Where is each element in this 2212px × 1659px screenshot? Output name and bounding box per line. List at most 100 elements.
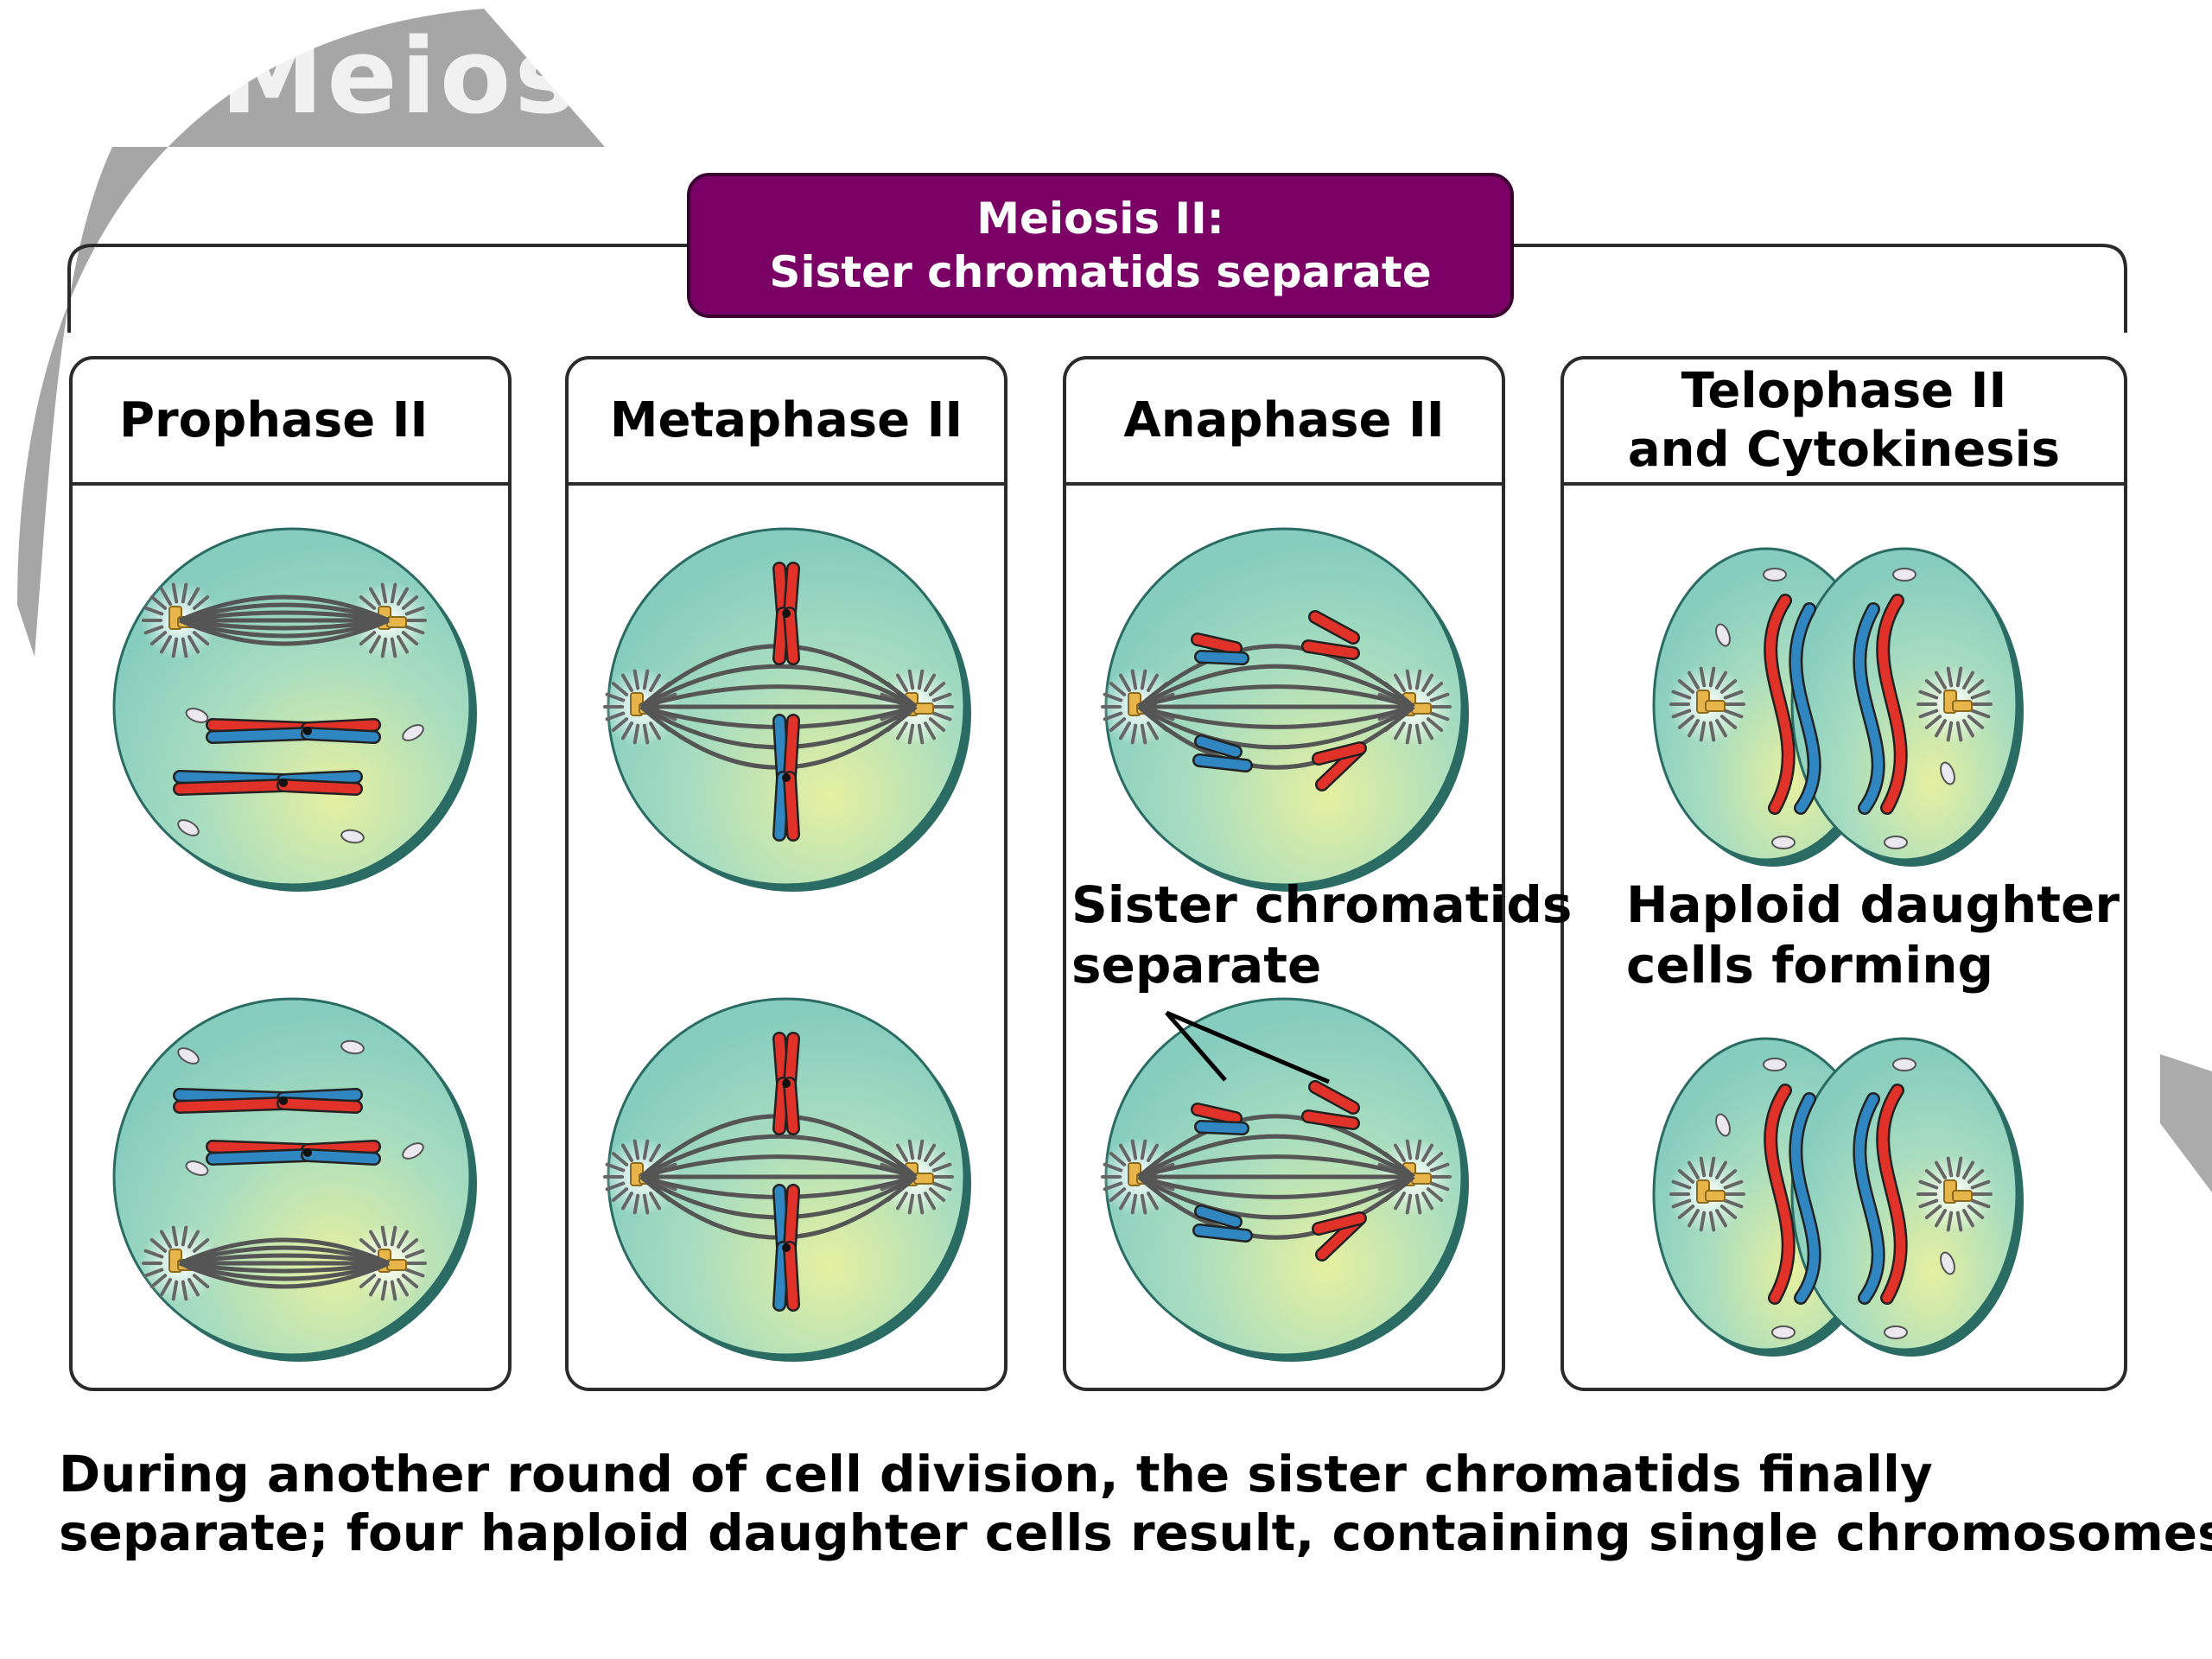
metaphase-aster-ray	[642, 669, 650, 690]
anaphase-aster-ray	[1130, 1139, 1138, 1160]
nuclear-envelope-fragment	[1892, 1058, 1916, 1071]
anaphase-aster-ray	[1405, 669, 1413, 690]
prophase-aster-ray	[188, 635, 200, 654]
anaphase-aster-ray	[1405, 1139, 1413, 1160]
telophase-aster-ray	[1970, 709, 1991, 719]
centromere	[303, 1148, 312, 1157]
telophase-aster-ray	[1708, 1156, 1716, 1178]
stage-title-metaphase-ii: Metaphase II	[569, 359, 1004, 486]
prophase-aster-ray	[149, 631, 168, 645]
telophase-aster-ray	[1671, 690, 1692, 700]
chromatid	[1310, 612, 1358, 643]
metaphase-aster-ray	[649, 1192, 661, 1211]
telophase-aster-ray	[1946, 1211, 1954, 1232]
spindle-fiber	[1137, 1175, 1415, 1240]
anaphase-aster-ray	[1426, 682, 1444, 696]
stage-title-telophase-ii: Telophase II and Cytokinesis	[1564, 359, 2124, 486]
metaphase-aster-ray	[605, 1181, 626, 1192]
telophase-aster-ray	[1723, 690, 1744, 700]
metaphase-aster-ray	[917, 669, 925, 690]
anaphase-aster-ray	[1147, 673, 1159, 692]
spindle-fiber	[1137, 1134, 1415, 1179]
chromatid	[785, 1078, 798, 1134]
chromatid	[1878, 595, 1906, 813]
anaphase-aster-ray	[1414, 1193, 1422, 1215]
nuclear-envelope-fragment	[1771, 836, 1796, 849]
nuclear-envelope-fragment	[1715, 623, 1731, 647]
telophase-aster-ray	[1955, 666, 1963, 688]
telophase-aster-ray	[1935, 719, 1947, 738]
telophase-aster-ray	[1924, 1205, 1942, 1219]
chromatid	[1192, 1104, 1241, 1123]
anaphase-aster-ray	[1103, 692, 1123, 702]
anaphase-aster-ray	[1109, 717, 1127, 732]
chromatid	[302, 728, 379, 742]
spindle-fiber	[1137, 1174, 1415, 1220]
anaphase-aster-ray	[1394, 673, 1406, 692]
centromere	[782, 1079, 791, 1088]
prophase-aster-ray	[181, 637, 188, 658]
telophase-aster-ray	[1962, 671, 1974, 690]
anaphase-aster-ray	[1147, 721, 1159, 741]
anaphase-aster-ray	[1140, 1139, 1147, 1160]
nuclear-envelope-fragment	[1771, 1325, 1796, 1339]
metaphase-aster-ray	[924, 673, 936, 692]
nuclear-envelope-fragment	[1940, 761, 1955, 785]
chromatid	[774, 1033, 788, 1089]
nuclear-envelope-fragment	[1715, 1113, 1731, 1137]
chromatid	[774, 1243, 788, 1310]
metaphase-aster-ray	[896, 673, 908, 692]
metaphase-aster-ray	[928, 717, 946, 732]
chromatid	[1313, 743, 1365, 764]
chromatid	[785, 563, 798, 619]
anaphase-aster-ray	[1130, 669, 1138, 690]
anaphase-aster-ray	[1103, 711, 1123, 721]
anaphase-aster-ray	[1429, 1162, 1450, 1173]
prophase-aster-ray	[143, 1249, 164, 1259]
metaphase-aster-ray	[907, 1193, 915, 1215]
chromatid	[1790, 604, 1820, 813]
prophase-aster-ray	[188, 1230, 200, 1249]
chromatid	[1196, 652, 1248, 664]
figure-caption: During another round of cell division, t…	[59, 1445, 2212, 1562]
chromatid	[1765, 595, 1794, 813]
anaphase-aster-ray	[1421, 1192, 1433, 1211]
chromatid	[1790, 1094, 1820, 1303]
metaphase-aster-ray	[931, 711, 952, 721]
anaphase-aster-ray	[1140, 669, 1147, 690]
anaphase-aster-ray	[1140, 723, 1147, 745]
chromatid	[1192, 634, 1241, 653]
prophase-aster-ray	[359, 1274, 377, 1288]
metaphase-aster-ray	[605, 1162, 626, 1173]
telophase-aster-ray	[1946, 721, 1954, 742]
centromere	[303, 727, 312, 735]
chromatid	[774, 1185, 788, 1253]
prophase-aster-ray	[188, 587, 200, 606]
prophase-aster-ray	[390, 1280, 397, 1301]
spindle-fiber	[179, 1245, 390, 1266]
spindle-fiber	[1137, 1114, 1415, 1179]
prophase-aster-ray	[397, 1230, 409, 1249]
anaphase-aster-ray	[1394, 1143, 1406, 1162]
anaphase-aster-ray	[1426, 1152, 1444, 1166]
metaphase-aster-ray	[931, 692, 952, 702]
metaphase-aster-ray	[642, 1193, 650, 1215]
nuclear-envelope-fragment	[177, 819, 200, 836]
metaphase-aster-ray	[928, 682, 946, 696]
prophase-aster-ray	[404, 625, 425, 635]
stage-title-prophase-ii: Prophase II	[73, 359, 508, 486]
metaphase-aster-ray	[649, 721, 661, 741]
chromatid	[175, 780, 289, 794]
telophase-aster-ray	[1723, 1198, 1744, 1209]
telophase-aster-ray	[1677, 715, 1695, 729]
spindle-fiber	[179, 618, 390, 631]
prophase-aster-ray	[149, 1274, 168, 1288]
prophase-aster-ray	[401, 631, 419, 645]
prophase-aster-ray	[401, 1238, 419, 1253]
anaphase-aster-ray	[1109, 1152, 1127, 1166]
prophase-aster-ray	[192, 1274, 210, 1288]
nuclear-envelope-fragment	[1884, 1325, 1908, 1339]
telophase-aster-ray	[1688, 1160, 1700, 1179]
chromatid	[774, 772, 788, 840]
